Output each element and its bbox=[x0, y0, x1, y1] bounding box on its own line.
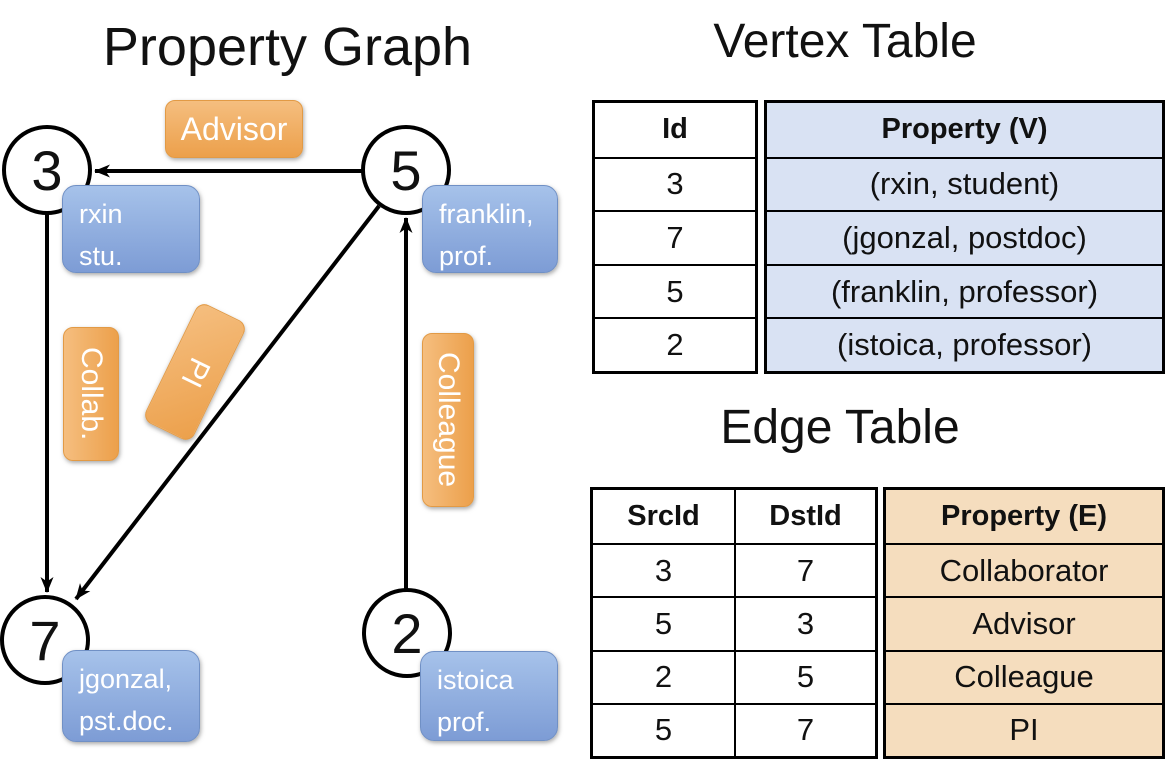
graph-title: Property Graph bbox=[102, 17, 473, 77]
table-cell: 5 bbox=[595, 263, 755, 318]
edge-table-property-column: Property (E) Collaborator Advisor Collea… bbox=[883, 487, 1165, 759]
table-cell: PI bbox=[886, 702, 1162, 756]
table-cell: (rxin, student) bbox=[767, 156, 1162, 211]
vertex-role: prof. bbox=[437, 706, 492, 737]
vertex-role: prof. bbox=[439, 240, 494, 271]
table-cell: 5 bbox=[593, 702, 734, 756]
table-cell: 7 bbox=[595, 210, 755, 264]
table-cell: 3 bbox=[595, 156, 755, 211]
table-cell: 5 bbox=[593, 596, 734, 649]
node-2-id: 2 bbox=[391, 601, 423, 665]
table-cell: 5 bbox=[734, 649, 875, 703]
vertex-table-header-property: Property (V) bbox=[767, 103, 1162, 157]
table-cell: Advisor bbox=[886, 596, 1162, 650]
vertex-name: istoica bbox=[437, 665, 514, 695]
vertex-role: stu. bbox=[79, 240, 123, 271]
edge-table-title: Edge Table bbox=[720, 401, 960, 454]
vertex-callout-rxin: rxin stu. bbox=[62, 185, 200, 273]
table-cell: 2 bbox=[595, 317, 755, 371]
vertex-table-property-column: Property (V) (rxin, student) (jgonzal, p… bbox=[764, 100, 1165, 374]
vertex-callout-istoica: istoica prof. bbox=[420, 651, 558, 741]
node-5-id: 5 bbox=[390, 138, 422, 202]
table-cell: (istoica, professor) bbox=[767, 317, 1162, 371]
table-cell: Collaborator bbox=[886, 543, 1162, 597]
vertex-table-header-id: Id bbox=[662, 113, 688, 146]
vertex-table-id-column: Id 3 7 5 2 bbox=[592, 100, 758, 374]
table-cell: 7 bbox=[734, 543, 875, 597]
table-cell: 7 bbox=[734, 702, 875, 756]
vertex-name: rxin bbox=[79, 199, 123, 229]
vertex-callout-jgonzal: jgonzal, pst.doc. bbox=[62, 650, 200, 742]
vertex-table-title: Vertex Table bbox=[713, 15, 977, 68]
table-cell: 3 bbox=[734, 596, 875, 650]
node-5: 5 bbox=[361, 125, 451, 215]
vertex-name: jgonzal, bbox=[79, 664, 173, 694]
vertex-role: pst.doc. bbox=[79, 705, 174, 736]
node-2: 2 bbox=[362, 588, 452, 678]
node-3-id: 3 bbox=[31, 138, 63, 202]
node-7-id: 7 bbox=[29, 608, 61, 672]
table-cell: (jgonzal, postdoc) bbox=[767, 210, 1162, 264]
table-cell: 3 bbox=[593, 543, 734, 596]
vertex-name: franklin, bbox=[439, 199, 534, 229]
edge-label-colleague: Colleague bbox=[422, 333, 474, 507]
edges-layer bbox=[40, 164, 413, 601]
table-cell: Colleague bbox=[886, 649, 1162, 703]
edge-5-to-7-arrow bbox=[74, 204, 381, 601]
table-cell: (franklin, professor) bbox=[767, 263, 1162, 318]
table-cell: 2 bbox=[593, 649, 734, 703]
edge-label-collab: Collab. bbox=[63, 327, 119, 461]
edge-table-header-dstid: DstId bbox=[734, 490, 875, 544]
edge-table-header-property: Property (E) bbox=[886, 490, 1162, 544]
edge-label-advisor: Advisor bbox=[165, 100, 303, 158]
edge-table-ids-columns: SrcId DstId 3 7 5 3 2 5 5 7 bbox=[590, 487, 878, 759]
edge-table-header-srcid: SrcId bbox=[627, 500, 700, 533]
vertex-callout-franklin: franklin, prof. bbox=[422, 185, 558, 273]
